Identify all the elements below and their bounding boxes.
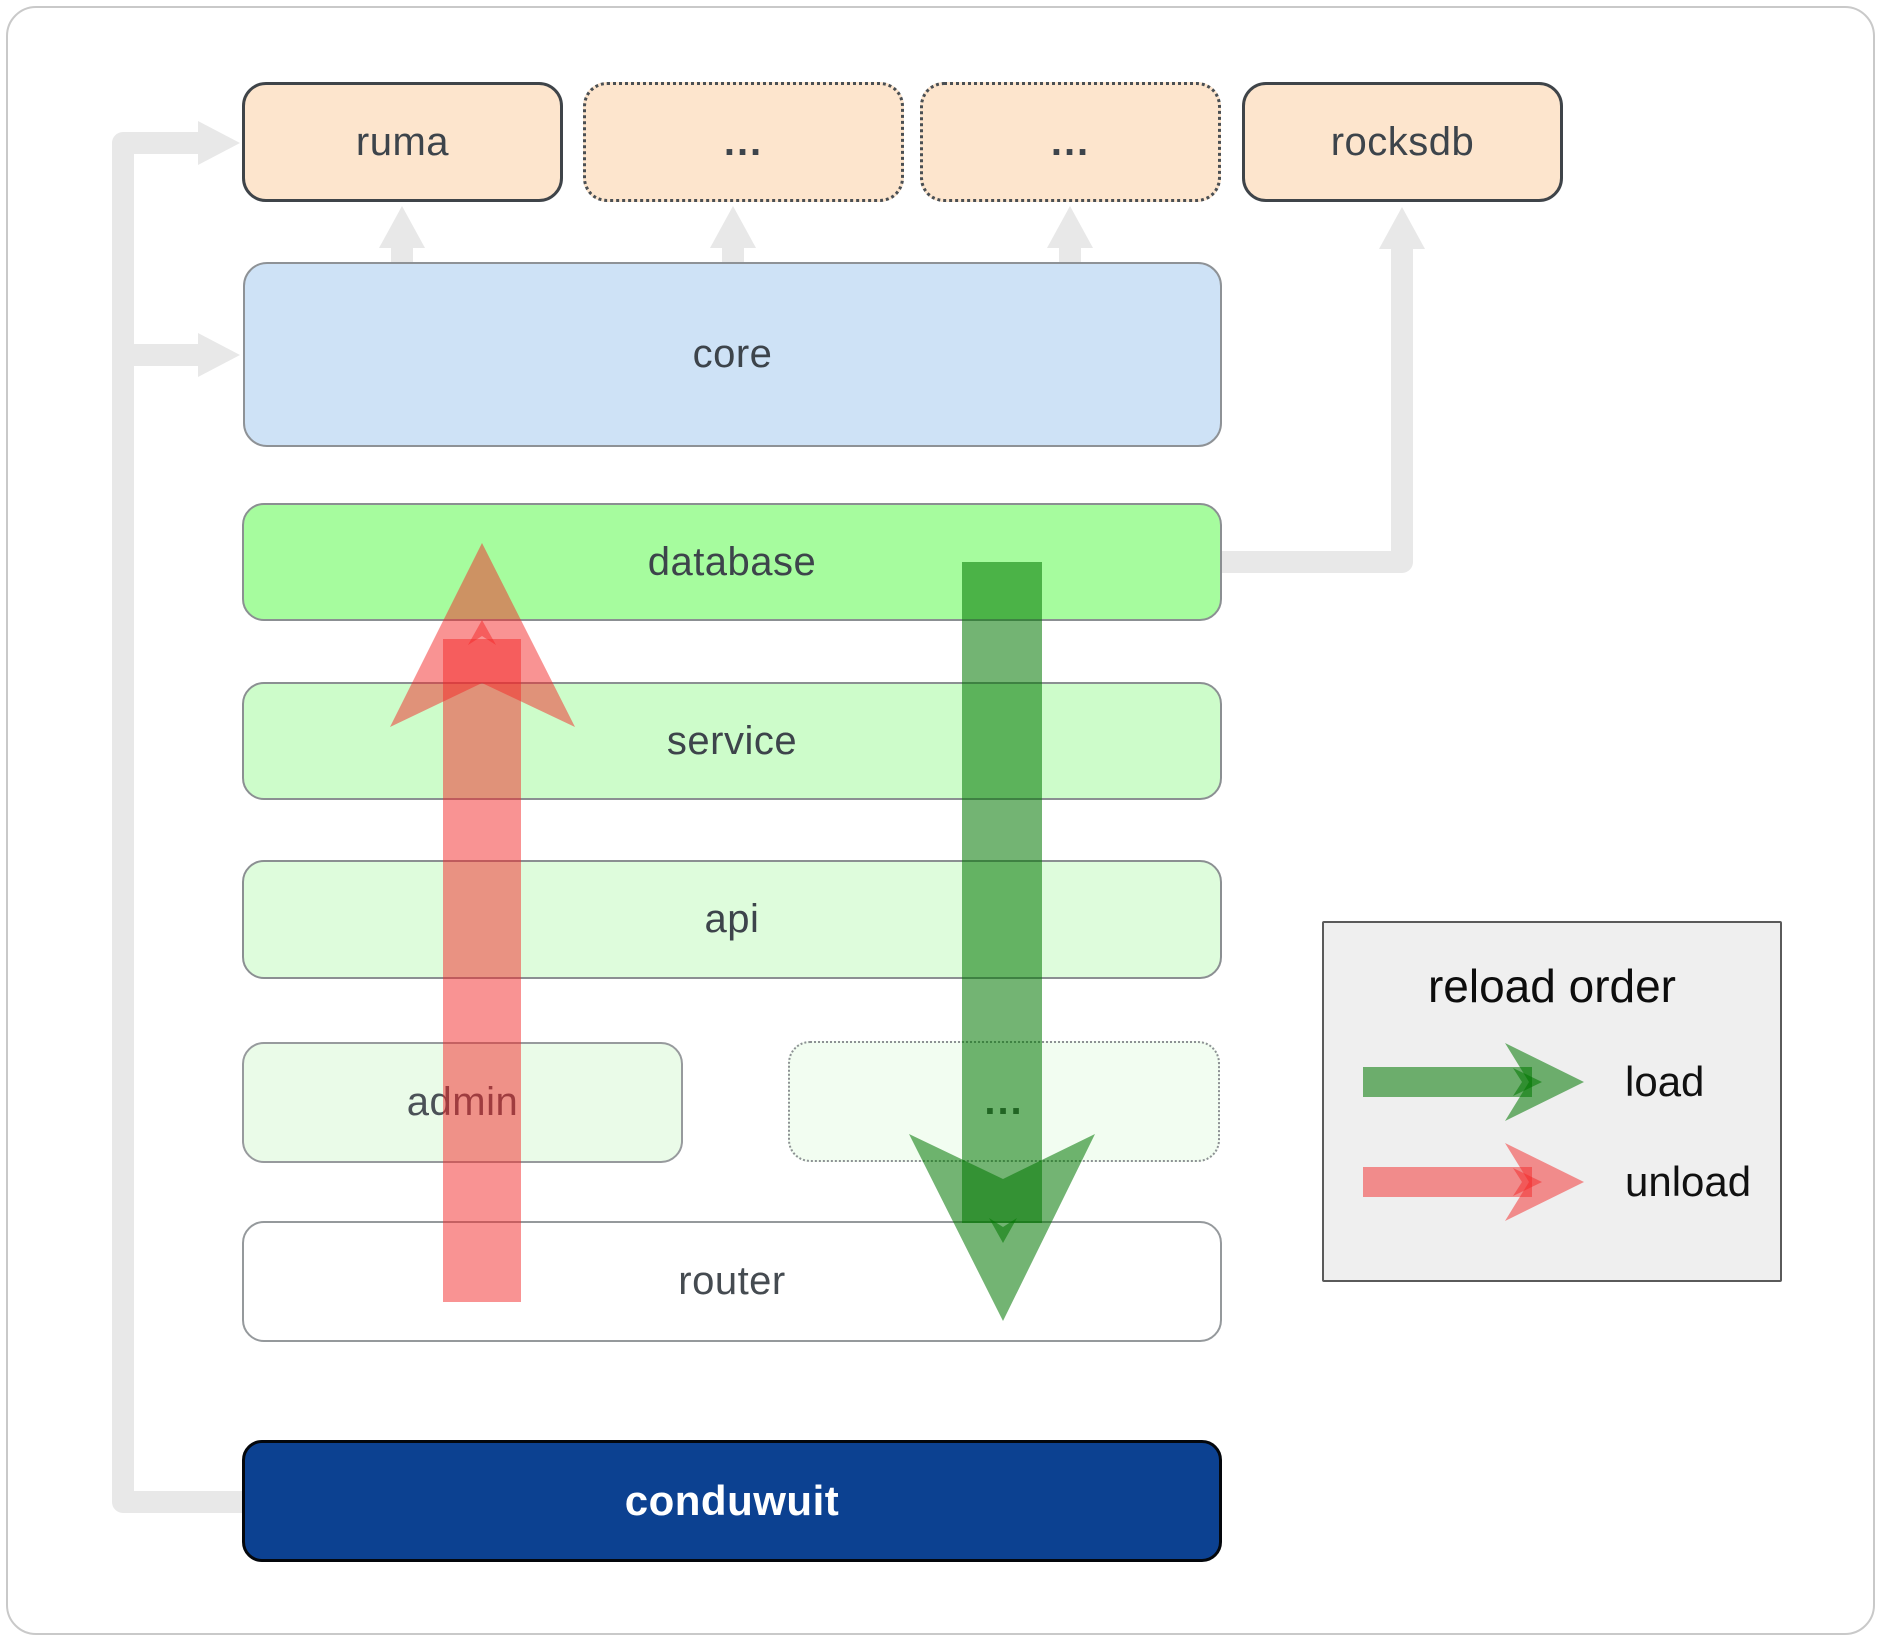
node-api-label: api (704, 897, 760, 941)
legend: reload order (1322, 921, 1782, 1282)
legend-unload-label: unload (1625, 1158, 1752, 1205)
node-rocksdb-label: rocksdb (1330, 119, 1475, 164)
node-service-label: service (666, 718, 798, 763)
node-database-label: database (647, 539, 817, 584)
node-core-label: core (692, 332, 773, 376)
node-api: api (242, 860, 1222, 979)
node-database: database (242, 503, 1222, 621)
node-services-ellipsis-label: ... (984, 1079, 1024, 1123)
node-services-ellipsis: ... (788, 1041, 1220, 1162)
node-deps-ellipsis-1: ... (583, 82, 904, 202)
node-deps-ellipsis-2: ... (920, 82, 1221, 202)
node-admin: admin (242, 1042, 683, 1163)
node-ruma: ruma (242, 82, 563, 202)
node-conduwuit-label: conduwuit (624, 1477, 840, 1524)
node-admin-label: admin (406, 1080, 519, 1124)
node-service: service (242, 682, 1222, 800)
node-router: router (242, 1221, 1222, 1342)
legend-load-label: load (1625, 1058, 1705, 1105)
node-deps-ellipsis-1-label: ... (723, 119, 764, 164)
legend-title: reload order (1427, 960, 1677, 1012)
node-core: core (243, 262, 1222, 447)
node-rocksdb: rocksdb (1242, 82, 1563, 202)
node-ruma-label: ruma (355, 119, 450, 164)
node-router-label: router (678, 1259, 786, 1303)
node-deps-ellipsis-2-label: ... (1050, 119, 1091, 164)
node-conduwuit: conduwuit (242, 1440, 1222, 1562)
diagram-border-frame (6, 6, 1875, 1635)
